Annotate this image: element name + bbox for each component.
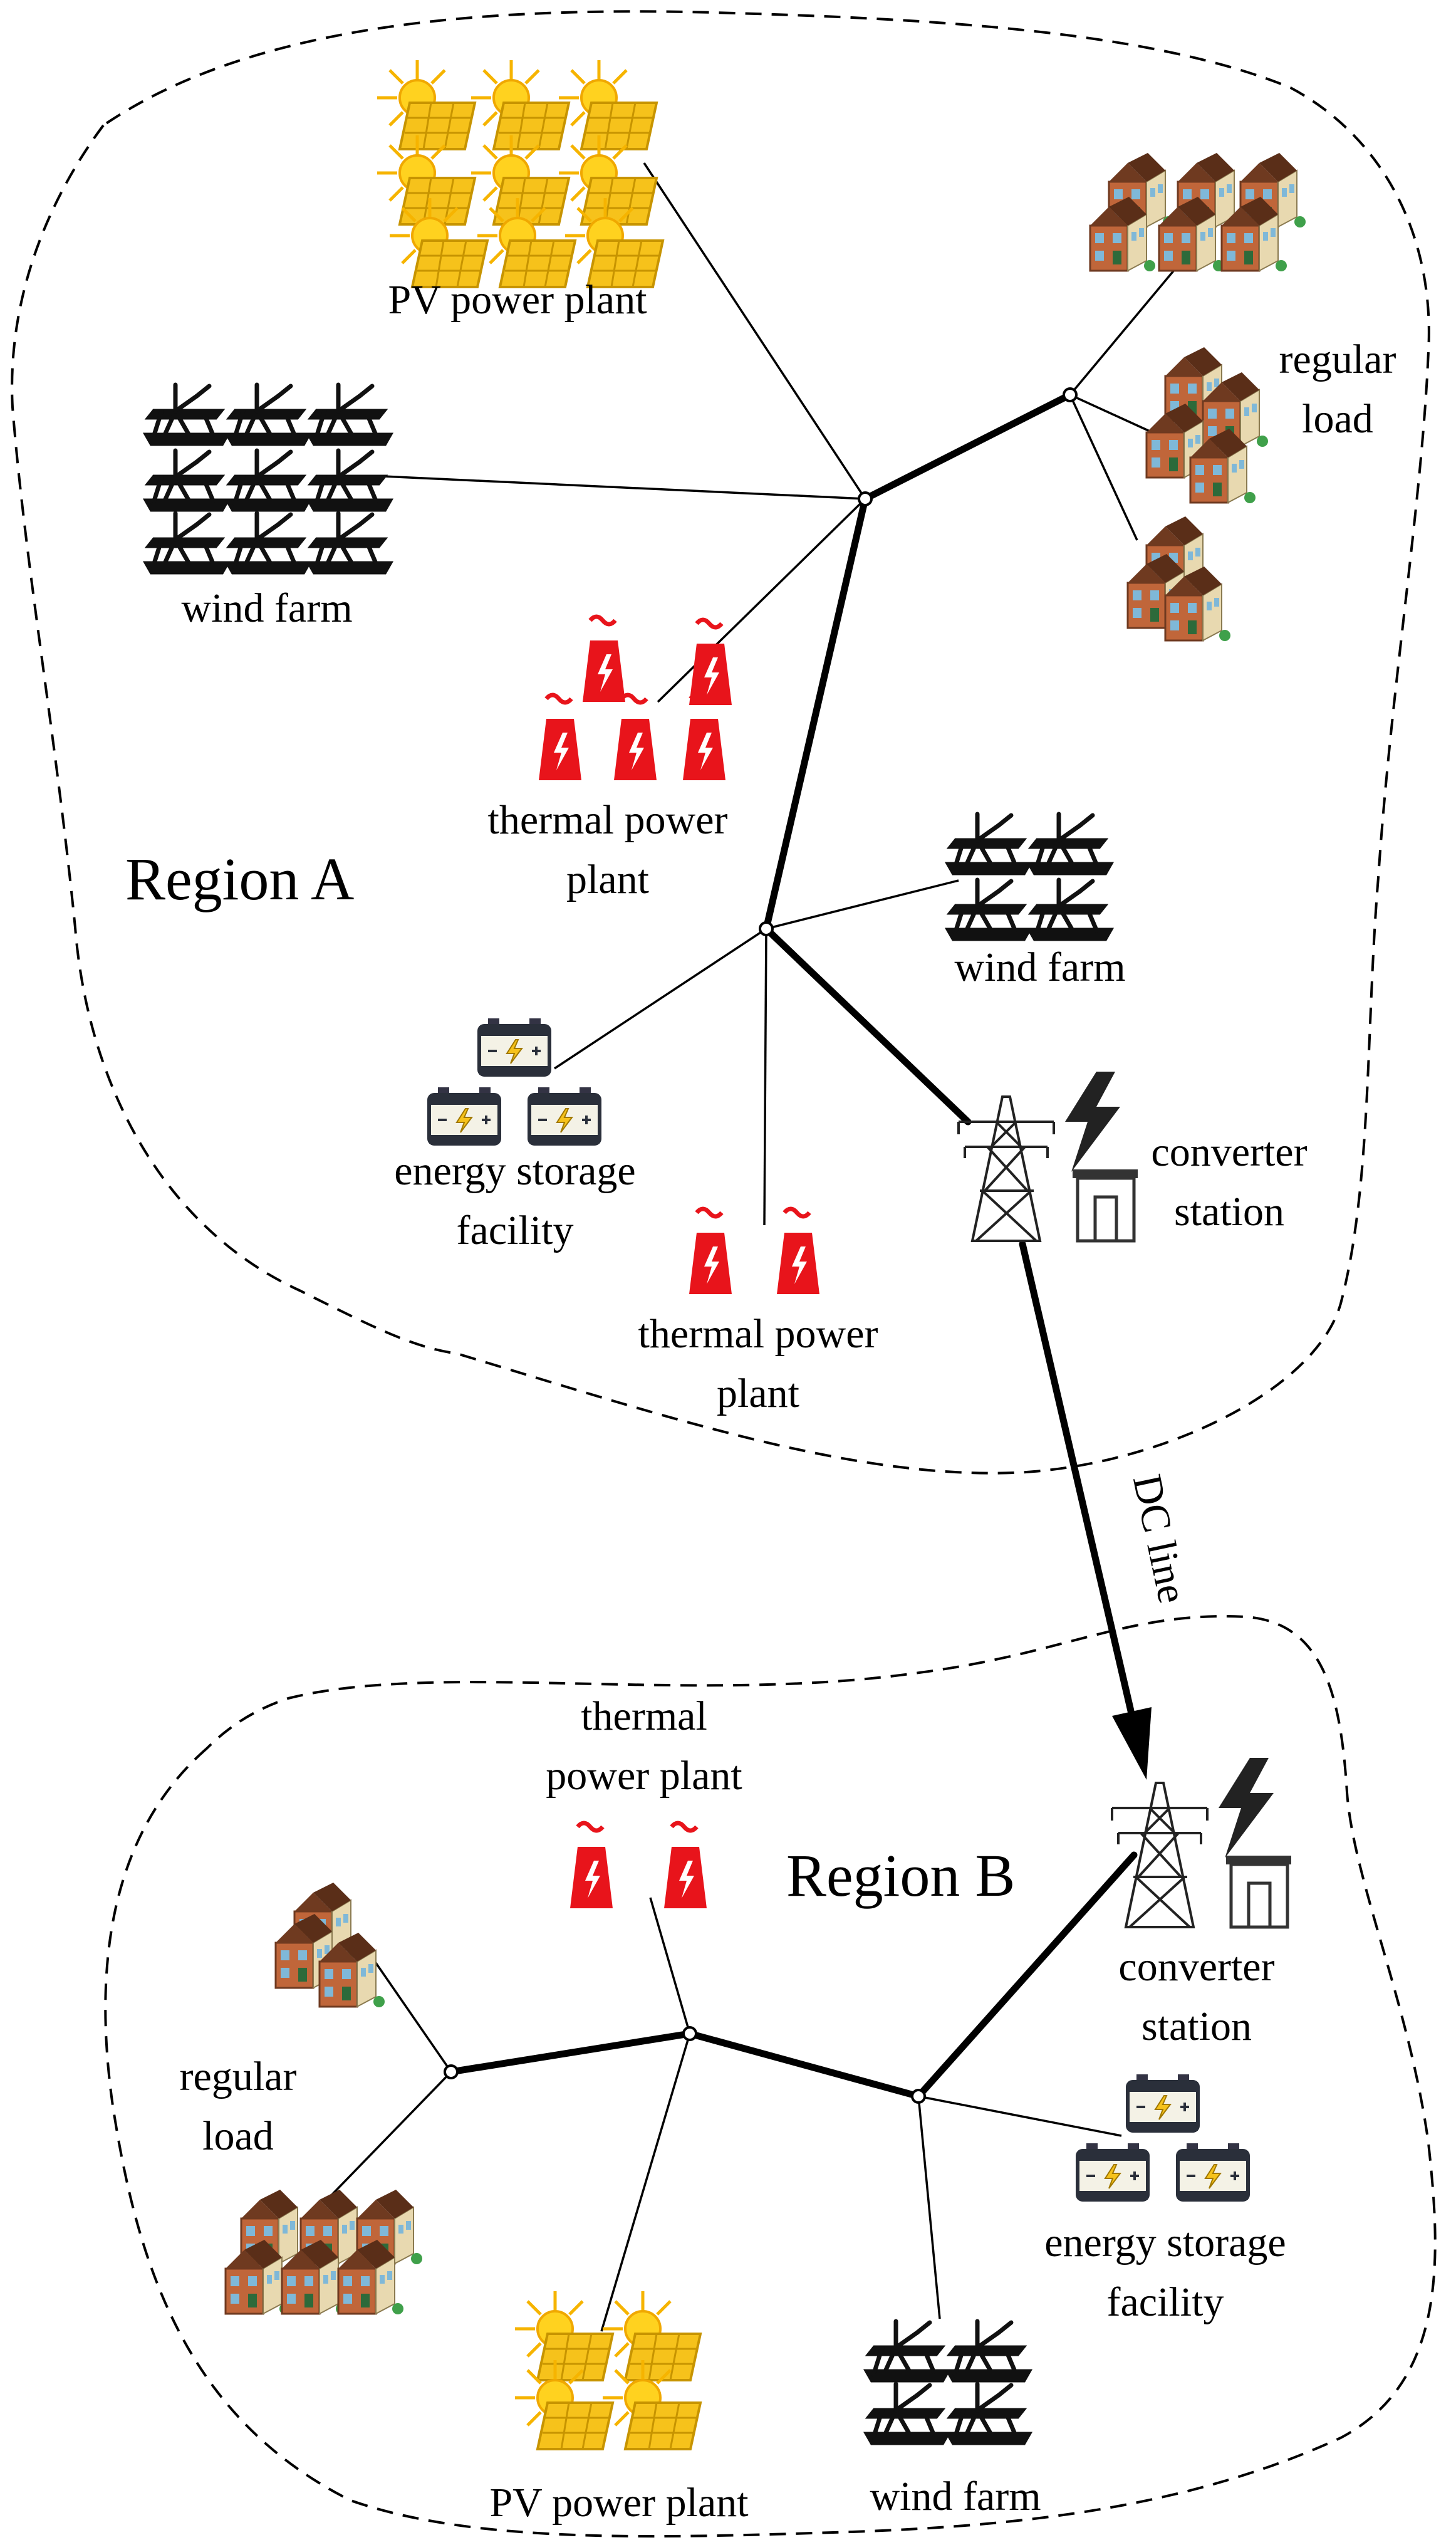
a-storage-label-line1: energy storage: [394, 1148, 635, 1194]
a-wind-farm-left-label: wind farm: [181, 585, 352, 631]
wind-turbine-icon: [147, 385, 390, 572]
a-thermal-lower-label-line1: thermal power: [638, 1311, 878, 1357]
a-wind-farm-right-label: wind farm: [954, 944, 1125, 990]
bus-nodes: [444, 387, 1078, 2104]
a-converter-label-line2: station: [1174, 1189, 1284, 1235]
region-a-label: Region A: [125, 845, 354, 912]
region-a-boundary: [11, 10, 1430, 1475]
battery-icon: [429, 1018, 600, 1144]
b-wind-farm-label: wind farm: [870, 2474, 1041, 2519]
b-thermal-label-line2: power plant: [546, 1753, 742, 1799]
a-thermal-lower-label-line2: plant: [717, 1371, 799, 1416]
region-b-lines: [326, 1851, 1138, 2332]
a-storage-label-line2: facility: [457, 1208, 574, 1253]
a-pv-plant-label: PV power plant: [388, 277, 647, 323]
a-thermal-upper-label-line1: thermal power: [487, 797, 727, 843]
b-regular-load-label-line2: load: [202, 2113, 274, 2159]
b-storage-label-line1: energy storage: [1044, 2220, 1286, 2265]
solar-panel-icon: [377, 60, 663, 287]
wind-turbine-icon: [867, 2321, 1029, 2443]
region-b-boundary: [104, 1615, 1437, 2538]
thermal-plant-icon: [689, 1209, 819, 1294]
solar-panel-icon: [515, 2291, 700, 2449]
transmission-tower-icon: [959, 1072, 1138, 1241]
battery-icon: [1078, 2074, 1248, 2200]
house-icon: [1089, 152, 1307, 642]
a-regular-load-label-line1: regular: [1279, 337, 1396, 382]
region-a-lines: [383, 162, 1176, 1226]
a-regular-load-label-line2: load: [1302, 396, 1373, 442]
dc-line-label: DC line: [1124, 1471, 1195, 1607]
thermal-plant-icon: [570, 1823, 707, 1908]
region-b-label: Region B: [786, 1842, 1015, 1909]
a-thermal-upper-label-line2: plant: [566, 857, 649, 902]
b-converter-label-line2: station: [1141, 2004, 1252, 2049]
b-pv-plant-label: PV power plant: [489, 2480, 748, 2526]
b-storage-label-line2: facility: [1107, 2279, 1224, 2325]
transmission-tower-icon: [1112, 1758, 1291, 1927]
b-converter-label-line1: converter: [1118, 1944, 1274, 1990]
dc-line: [1019, 1240, 1152, 1780]
wind-turbine-icon: [949, 814, 1110, 939]
b-regular-load-label-line1: regular: [180, 2054, 297, 2099]
thermal-plant-icon: [539, 617, 732, 780]
a-converter-label-line1: converter: [1151, 1129, 1307, 1175]
b-thermal-label-line1: thermal: [581, 1693, 707, 1739]
